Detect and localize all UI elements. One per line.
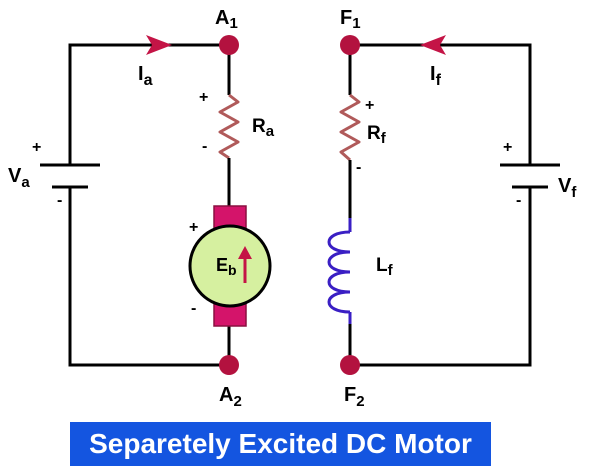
label-lf: Lf xyxy=(376,255,394,279)
label-va: Va xyxy=(8,165,30,191)
field-bottom-wire xyxy=(350,187,532,367)
armature-top-wire xyxy=(68,43,229,165)
label-rf: Rf xyxy=(367,123,387,147)
label-f1: F1 xyxy=(340,7,361,32)
label-ia: Ia xyxy=(138,63,153,89)
eb-arrow-head xyxy=(238,246,252,259)
vf-minus-sign: - xyxy=(516,192,521,209)
rf-resistor xyxy=(339,93,361,162)
motor-armature-body xyxy=(188,224,272,308)
ra-resistor xyxy=(218,93,240,160)
field-top-wire xyxy=(350,43,532,165)
rf-plus-sign: + xyxy=(365,97,374,114)
label-vf: Vf xyxy=(558,175,577,201)
lf-inductor-coil xyxy=(327,230,351,314)
eb-minus-sign: - xyxy=(191,300,196,317)
ra-minus-sign: - xyxy=(202,138,207,155)
va-minus-sign: - xyxy=(57,192,62,209)
eb-plus-sign: + xyxy=(189,219,198,236)
diagram-caption: Separetely Excited DC Motor xyxy=(70,422,491,466)
label-a2: A2 xyxy=(219,384,242,410)
rf-minus-sign: - xyxy=(356,159,361,176)
armature-bottom-wire xyxy=(68,187,229,367)
if-current-arrow xyxy=(420,35,446,55)
va-plus-sign: + xyxy=(32,139,41,156)
terminal-a1 xyxy=(219,35,239,55)
ra-plus-sign: + xyxy=(199,89,208,106)
terminal-a2 xyxy=(219,355,239,375)
terminal-f1 xyxy=(340,35,360,55)
label-if: If xyxy=(430,63,442,89)
label-a1: A1 xyxy=(215,7,238,32)
terminal-f2 xyxy=(340,355,360,375)
label-eb: Eb xyxy=(216,255,237,278)
label-ra: Ra xyxy=(252,116,275,140)
ia-current-arrow xyxy=(146,35,172,55)
label-f2: F2 xyxy=(344,384,365,410)
vf-plus-sign: + xyxy=(503,139,512,156)
